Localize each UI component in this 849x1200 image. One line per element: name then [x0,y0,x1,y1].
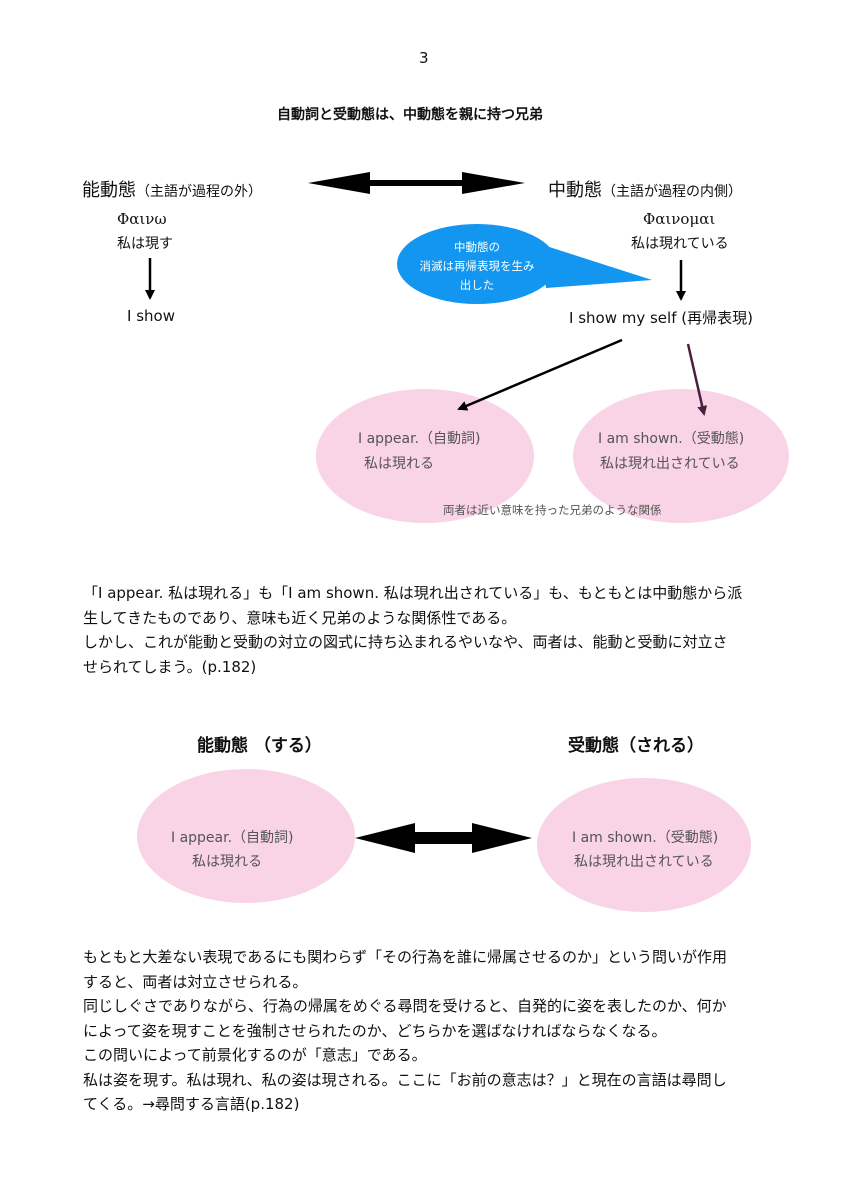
ellipse-appear-top [316,389,534,523]
bubble-line: 中動態の [454,240,500,254]
arrow-to-shown [686,343,708,416]
shown-top-line2: 私は現れ出されている [600,456,740,472]
middle-japanese: 私は現れている [631,236,729,252]
shown-top-line1: I am shown.（受動態) [598,431,745,447]
page-number: 3 [419,49,429,67]
paragraph-1: 「I appear. 私は現れる」も「I am shown. 私は現れ出されてい… [83,581,773,679]
i-show-text: I show [127,307,175,325]
bubble-line: 出した [459,278,495,292]
middle-voice-heading: 中動態（主語が過程の内側） [548,176,742,202]
i-show-myself-text: I show my self (再帰表現) [569,309,753,327]
ellipse-shown-top [573,389,789,523]
middle-voice-note: （主語が過程の内側） [602,184,742,200]
active-heading-bottom: 能動態 （する） [197,736,322,756]
appear-top-line2: 私は現れる [364,456,434,472]
speech-bubble [397,224,652,304]
ellipse-appear-bottom [137,769,355,903]
double-arrow-top [308,172,525,194]
paragraph-line: せられてしまう。(p.182) [83,657,257,676]
paragraph-line: 生してきたものであり、意味も近く兄弟のような関係性である。 [83,608,517,627]
sibling-note: 両者は近い意味を持った兄弟のような関係 [443,503,662,517]
paragraph-line: この問いによって前景化するのが「意志」である。 [83,1046,427,1064]
page-title: 自動詞と受動態は、中動態を親に持つ兄弟 [277,107,543,123]
paragraph-line: 同じしぐさでありながら、行為の帰属をめぐる尋問を受けると、自発的に姿を表したのか… [83,997,727,1015]
shown-bottom-line1: I am shown.（受動態) [572,830,719,846]
arrow-to-appear [457,338,623,411]
appear-bottom-line1: I appear.（自動詞) [171,830,294,846]
active-voice-heading: 能動態（主語が過程の外） [82,176,262,202]
passive-heading-bottom: 受動態（される） [568,736,704,756]
active-voice-note: （主語が過程の外） [136,184,262,200]
double-arrow-bottom [355,823,532,853]
bubble-text: 中動態の 消滅は再帰表現を生み 出した [397,238,557,295]
middle-voice-label: 中動態 [548,180,602,201]
appear-top-line1: I appear.（自動詞) [358,431,481,447]
paragraph-line: てくる。→尋問する言語(p.182) [83,1095,300,1113]
paragraph-line: によって姿を現すことを強制させられたのか、どちらかを選ばなければならなくなる。 [83,1021,667,1040]
active-japanese: 私は現す [117,236,173,252]
paragraph-2: もともと大差ない表現であるにも関わらず「その行為を誰に帰属させるのか」という問い… [83,945,773,1117]
paragraph-line: しかし、これが能動と受動の対立の図式に持ち込まれるやいなや、両者は、能動と受動に… [83,633,728,651]
shown-bottom-line2: 私は現れ出されている [574,854,714,870]
middle-greek: Φαινομαι [643,210,716,228]
appear-bottom-line2: 私は現れる [192,854,262,870]
bubble-line: 消滅は再帰表現を生み [419,259,535,273]
paragraph-line: もともと大差ない表現であるにも関わらず「その行為を誰に帰属させるのか」という問い… [83,948,727,966]
active-voice-label: 能動態 [82,180,136,201]
paragraph-line: すると、両者は対立させられる。 [83,972,308,991]
ellipse-shown-bottom [537,778,751,912]
paragraph-line: 「I appear. 私は現れる」も「I am shown. 私は現れ出されてい… [83,584,743,602]
paragraph-line: 私は姿を現す。私は現れ、私の姿は現される。ここに「お前の意志は？」と現在の言語は… [83,1070,727,1089]
active-greek: Φαινω [117,210,167,228]
